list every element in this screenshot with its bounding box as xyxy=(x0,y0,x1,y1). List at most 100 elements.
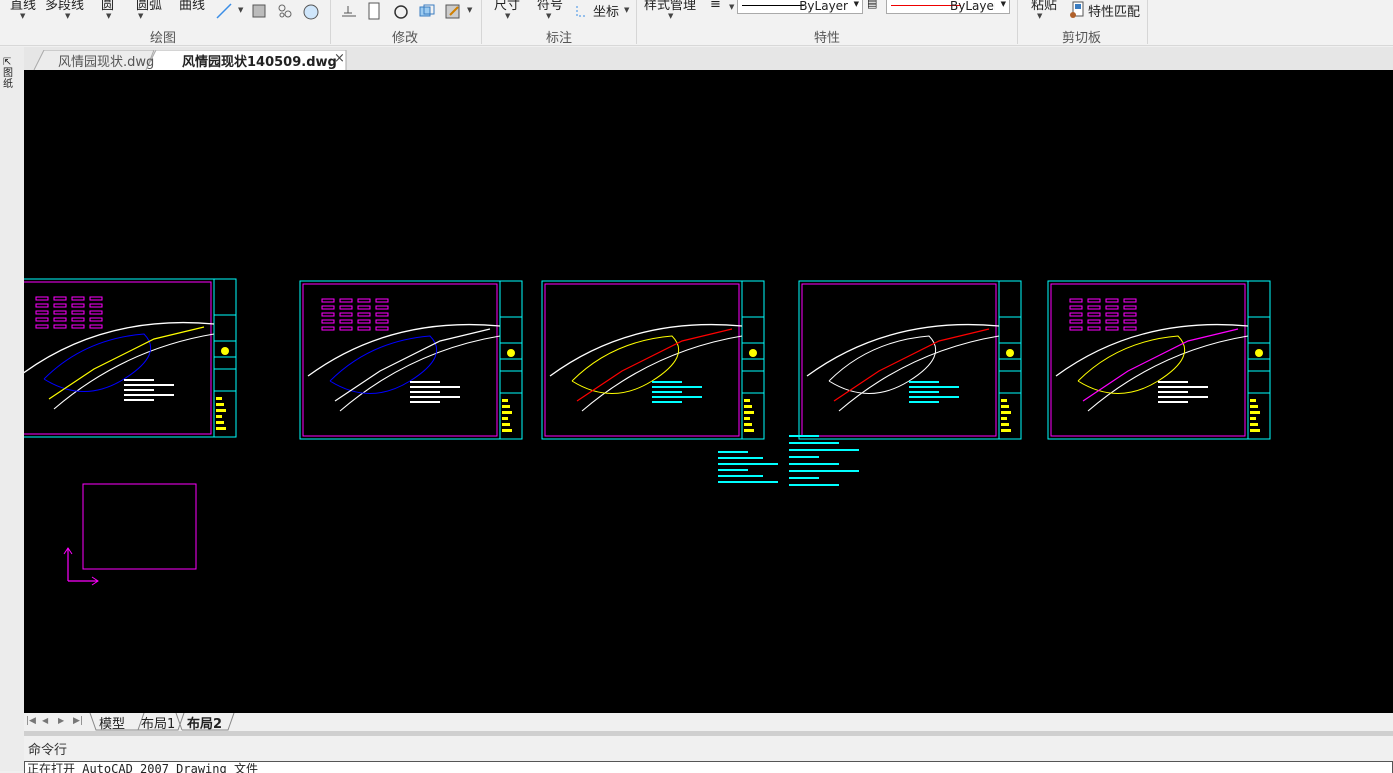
layout-tab-bar: |◀ ◀ ▶ ▶| 模型 布局1 布局2 xyxy=(24,713,1393,732)
layout-drawing xyxy=(24,278,1271,586)
legend-text xyxy=(375,298,389,303)
plan-feature xyxy=(571,335,680,394)
prev-tab-button[interactable]: ◀ xyxy=(42,716,49,725)
linetype-select[interactable]: ByLayer▼ xyxy=(737,0,863,14)
legend-text xyxy=(1069,312,1083,317)
next-tab-button[interactable]: ▶ xyxy=(58,716,65,725)
offset-icon[interactable] xyxy=(340,2,358,20)
command-line-label: 命令行 xyxy=(28,743,68,758)
note-text xyxy=(718,469,748,471)
title-block-text xyxy=(744,423,752,426)
note-text xyxy=(1158,386,1208,388)
park-boundary xyxy=(806,323,1000,377)
paste-button[interactable]: 粘贴 xyxy=(1031,0,1058,13)
legend-text xyxy=(1123,319,1137,324)
viewport-frame xyxy=(544,283,740,437)
stretch-icon[interactable] xyxy=(366,2,384,20)
coordinate-button[interactable]: 坐标 xyxy=(593,5,620,20)
legend-text xyxy=(357,319,371,324)
layout-tab-model[interactable]: 模型 xyxy=(99,717,126,732)
edit-icon[interactable] xyxy=(444,2,462,20)
first-tab-button[interactable]: |◀ xyxy=(26,716,36,726)
legend-text xyxy=(89,310,103,315)
title-block-text xyxy=(1250,405,1258,408)
linestyle-icon[interactable]: ▤ xyxy=(867,0,878,10)
style-manager-button[interactable]: 样式管理 xyxy=(644,0,697,13)
layout-tab-layout2[interactable]: 布局2 xyxy=(187,717,223,732)
legend-text xyxy=(53,303,67,308)
arc-button[interactable]: 圆弧 xyxy=(136,0,163,13)
note-text xyxy=(789,442,839,444)
legend-text xyxy=(53,310,67,315)
block-icon[interactable] xyxy=(276,2,294,20)
match-properties-button[interactable]: 特性匹配 xyxy=(1088,5,1141,20)
region-icon[interactable] xyxy=(302,2,320,20)
note-text xyxy=(652,401,682,403)
title-block-text xyxy=(216,403,224,406)
legend-text xyxy=(375,312,389,317)
title-block-text xyxy=(1001,429,1011,432)
panel-label-clipboard: 剪切板 xyxy=(1062,31,1102,46)
legend-text xyxy=(35,296,49,301)
drawing-canvas[interactable] xyxy=(24,70,1393,713)
note-text xyxy=(124,384,174,386)
sheet-set-button[interactable]: ⇱图纸 xyxy=(3,57,13,90)
park-boundary xyxy=(549,323,743,377)
polyline-button[interactable]: 多段线 xyxy=(45,0,85,13)
note-text xyxy=(909,381,939,383)
color-select[interactable]: ByLayer▼ xyxy=(886,0,1010,14)
park-boundary xyxy=(1055,323,1249,377)
note-text xyxy=(909,391,939,393)
symbol-button[interactable]: 符号 xyxy=(537,0,564,13)
plan-path xyxy=(48,326,205,400)
note-text xyxy=(789,470,859,472)
legend-text xyxy=(339,326,353,331)
legend-text xyxy=(35,303,49,308)
plan-path xyxy=(576,328,733,402)
sheet-frame xyxy=(1047,280,1271,440)
lineweight-icon[interactable]: ≡ xyxy=(710,0,721,12)
legend-text xyxy=(89,317,103,322)
title-block-text xyxy=(216,427,226,430)
circle-button[interactable]: 圆 xyxy=(101,0,115,13)
note-text xyxy=(124,379,154,381)
legend-text xyxy=(89,303,103,308)
command-history: 正在打开 AutoCAD 2007 Drawing 文件 xyxy=(24,761,1393,773)
plan-feature xyxy=(329,335,438,394)
panel-label-draw: 绘图 xyxy=(150,31,177,46)
north-logo xyxy=(1255,349,1263,357)
panel-label-modify: 修改 xyxy=(392,31,419,46)
ucs-icon xyxy=(67,548,98,582)
north-logo xyxy=(221,347,229,355)
curve-button[interactable]: 曲线 xyxy=(179,0,206,13)
last-tab-button[interactable]: ▶| xyxy=(73,716,83,726)
splitter[interactable] xyxy=(24,731,1393,736)
note-text xyxy=(718,475,763,477)
file-tab-2[interactable]: 风情园现状140509.dwg xyxy=(182,55,337,70)
note-text xyxy=(789,449,859,451)
line-tool-icon[interactable] xyxy=(215,2,233,20)
hatch-icon[interactable] xyxy=(250,2,268,20)
layout-tab-layout1[interactable]: 布局1 xyxy=(141,717,176,732)
note-text xyxy=(718,457,763,459)
legend-text xyxy=(1123,312,1137,317)
note-text xyxy=(718,451,748,453)
legend-text xyxy=(375,305,389,310)
legend-text xyxy=(339,319,353,324)
copy-icon[interactable] xyxy=(418,2,436,20)
title-block-text xyxy=(1250,411,1260,414)
file-tab-1[interactable]: 风情园现状.dwg xyxy=(58,55,155,70)
title-block-text xyxy=(502,399,508,402)
line-button[interactable]: 直线 xyxy=(10,0,37,13)
note-text xyxy=(1158,396,1208,398)
legend-text xyxy=(71,296,85,301)
dimension-button[interactable]: 尺寸 xyxy=(494,0,521,13)
legend-text xyxy=(35,324,49,329)
title-block-text xyxy=(1250,399,1256,402)
title-block-text xyxy=(744,399,750,402)
legend-text xyxy=(1069,326,1083,331)
rotate-icon[interactable] xyxy=(392,2,410,20)
close-tab-icon[interactable]: × xyxy=(334,51,345,66)
legend-text xyxy=(53,317,67,322)
sheet-frame xyxy=(541,280,765,440)
